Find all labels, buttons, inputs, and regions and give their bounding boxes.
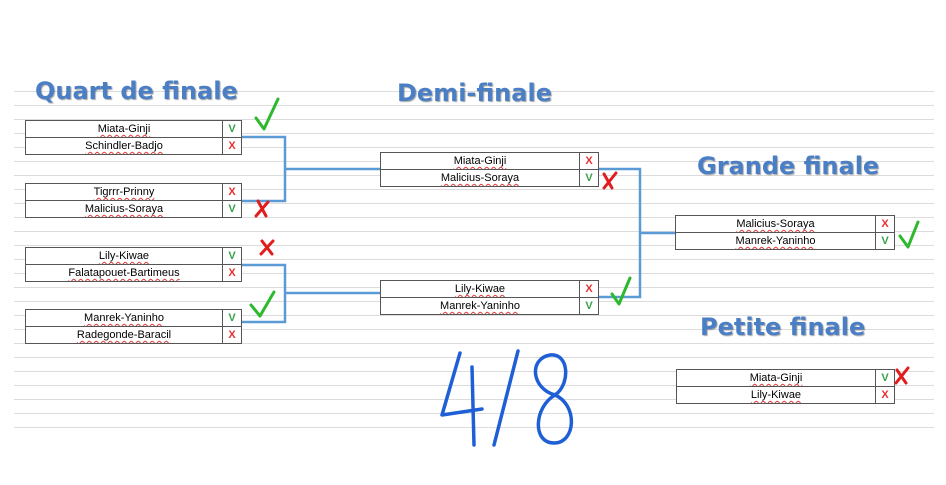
team-name: Manrek-Yaninho xyxy=(440,300,520,312)
team-row: Malicius-Soraya V xyxy=(381,169,598,186)
grand-final-match: Malicius-Soraya X Manrek-Yaninho V xyxy=(675,215,895,250)
team-row: Malicius-Soraya V xyxy=(26,200,241,217)
team-row: Lily-Kiwae V xyxy=(26,248,241,264)
quarter-final-match-2: Tigrrr-Prinny X Malicius-Soraya V xyxy=(25,183,242,218)
result-cell: V xyxy=(222,201,241,217)
result-cell: V xyxy=(222,248,241,264)
team-row: Miata-Ginji V xyxy=(677,370,894,386)
team-name: Malicius-Soraya xyxy=(84,203,164,215)
result-cell: V xyxy=(222,121,241,137)
result-cell: X xyxy=(222,327,241,343)
team-row: Radegonde-Baracil X xyxy=(26,326,241,343)
team-name: Schindler-Badjo xyxy=(85,140,163,152)
result-cell: X xyxy=(222,184,241,200)
result-cell: X xyxy=(875,387,894,403)
result-cell: X xyxy=(222,138,241,154)
result-cell: V xyxy=(579,298,598,314)
heading-third-place: Petite finale xyxy=(700,313,866,341)
team-row: Manrek-Yaninho V xyxy=(381,297,598,314)
team-row: Lily-Kiwae X xyxy=(677,386,894,403)
result-cell: X xyxy=(579,281,598,297)
result-cell: V xyxy=(875,233,894,249)
team-row: Manrek-Yaninho V xyxy=(676,232,894,249)
team-name: Malicius-Soraya xyxy=(736,218,815,230)
handwritten-score xyxy=(440,349,574,447)
result-cell: V xyxy=(222,310,241,326)
result-cell: V xyxy=(875,370,894,386)
team-row: Schindler-Badjo X xyxy=(26,137,241,154)
quarter-final-match-1: Miata-Ginji V Schindler-Badjo X xyxy=(25,120,242,155)
team-name: Malicius-Soraya xyxy=(440,172,520,184)
team-name: Miata-Ginji xyxy=(453,155,507,167)
team-name: Miata-Ginji xyxy=(749,372,803,384)
team-name: Manrek-Yaninho xyxy=(735,235,816,247)
heading-quarter-finals: Quart de finale xyxy=(35,77,238,105)
team-name: Falatapouet-Bartimeus xyxy=(68,267,180,279)
result-cell: X xyxy=(222,265,241,281)
team-name: Manrek-Yaninho xyxy=(84,312,164,324)
team-name: Radegonde-Baracil xyxy=(76,329,172,341)
team-row: Falatapouet-Bartimeus X xyxy=(26,264,241,281)
team-name: Lily-Kiwae xyxy=(98,250,150,262)
team-row: Miata-Ginji V xyxy=(26,121,241,137)
team-name: Lily-Kiwae xyxy=(454,283,506,295)
team-row: Manrek-Yaninho V xyxy=(26,310,241,326)
team-name: Lily-Kiwae xyxy=(750,389,802,401)
team-row: Tigrrr-Prinny X xyxy=(26,184,241,200)
semi-final-match-1: Miata-Ginji X Malicius-Soraya V xyxy=(380,152,599,187)
quarter-final-match-3: Lily-Kiwae V Falatapouet-Bartimeus X xyxy=(25,247,242,282)
team-row: Lily-Kiwae X xyxy=(381,281,598,297)
semi-final-match-2: Lily-Kiwae X Manrek-Yaninho V xyxy=(380,280,599,315)
heading-grand-final: Grande finale xyxy=(697,152,880,180)
result-cell: X xyxy=(579,153,598,169)
team-row: Malicius-Soraya X xyxy=(676,216,894,232)
result-cell: V xyxy=(579,170,598,186)
heading-semi-finals: Demi-finale xyxy=(397,79,552,107)
team-name: Tigrrr-Prinny xyxy=(93,186,155,198)
team-name: Miata-Ginji xyxy=(97,123,151,135)
result-cell: X xyxy=(875,216,894,232)
third-place-match: Miata-Ginji V Lily-Kiwae X xyxy=(676,369,895,404)
team-row: Miata-Ginji X xyxy=(381,153,598,169)
quarter-final-match-4: Manrek-Yaninho V Radegonde-Baracil X xyxy=(25,309,242,344)
